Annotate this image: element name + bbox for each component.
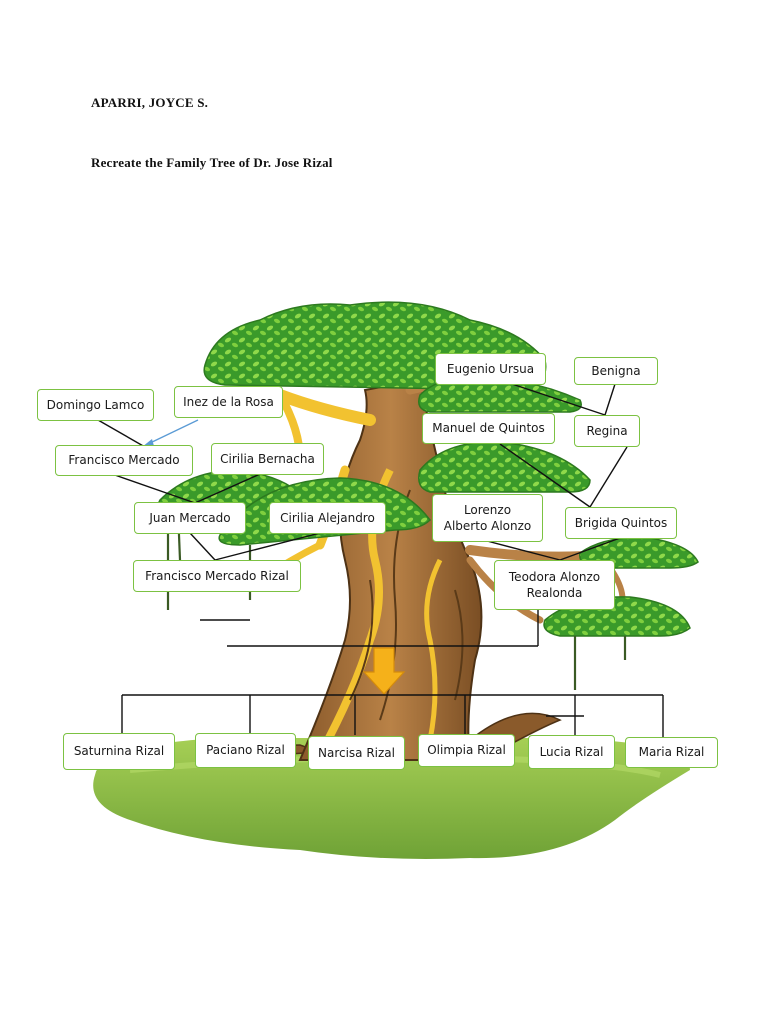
node-cirilia-alejandro: Cirilia Alejandro — [269, 502, 386, 534]
node-child-narcisa-rizal: Narcisa Rizal — [308, 736, 405, 770]
node-child-maria-rizal: Maria Rizal — [625, 737, 718, 768]
node-eugenio-ursua: Eugenio Ursua — [435, 353, 546, 385]
node-teodora-alonzo-realonda: Teodora Alonzo Realonda — [494, 560, 615, 610]
blue-pointer-arrow — [142, 419, 199, 447]
node-child-olimpia-rizal: Olimpia Rizal — [418, 734, 515, 767]
node-domingo-lamco: Domingo Lamco — [37, 389, 154, 421]
author-name: APARRI, JOYCE S. — [91, 95, 209, 110]
node-inez-de-la-rosa: Inez de la Rosa — [174, 386, 283, 418]
node-cirilia-bernacha: Cirilia Bernacha — [211, 443, 324, 475]
down-arrow-icon — [362, 647, 406, 695]
node-child-paciano-rizal: Paciano Rizal — [195, 733, 296, 768]
node-francisco-mercado-rizal: Francisco Mercado Rizal — [133, 560, 301, 592]
connector-lines — [97, 383, 664, 737]
node-child-lucia-rizal: Lucia Rizal — [528, 735, 615, 769]
node-brigida-quintos: Brigida Quintos — [565, 507, 677, 539]
node-lorenzo-alberto-alonzo: Lorenzo Alberto Alonzo — [432, 494, 543, 542]
instruction-heading: Recreate the Family Tree of Dr. Jose Riz… — [91, 155, 333, 170]
node-manuel-de-quintos: Manuel de Quintos — [422, 413, 555, 444]
node-benigna: Benigna — [574, 357, 658, 385]
node-francisco-mercado: Francisco Mercado — [55, 445, 193, 476]
node-juan-mercado: Juan Mercado — [134, 502, 246, 534]
node-regina: Regina — [574, 415, 640, 447]
node-child-saturnina-rizal: Saturnina Rizal — [63, 733, 175, 770]
